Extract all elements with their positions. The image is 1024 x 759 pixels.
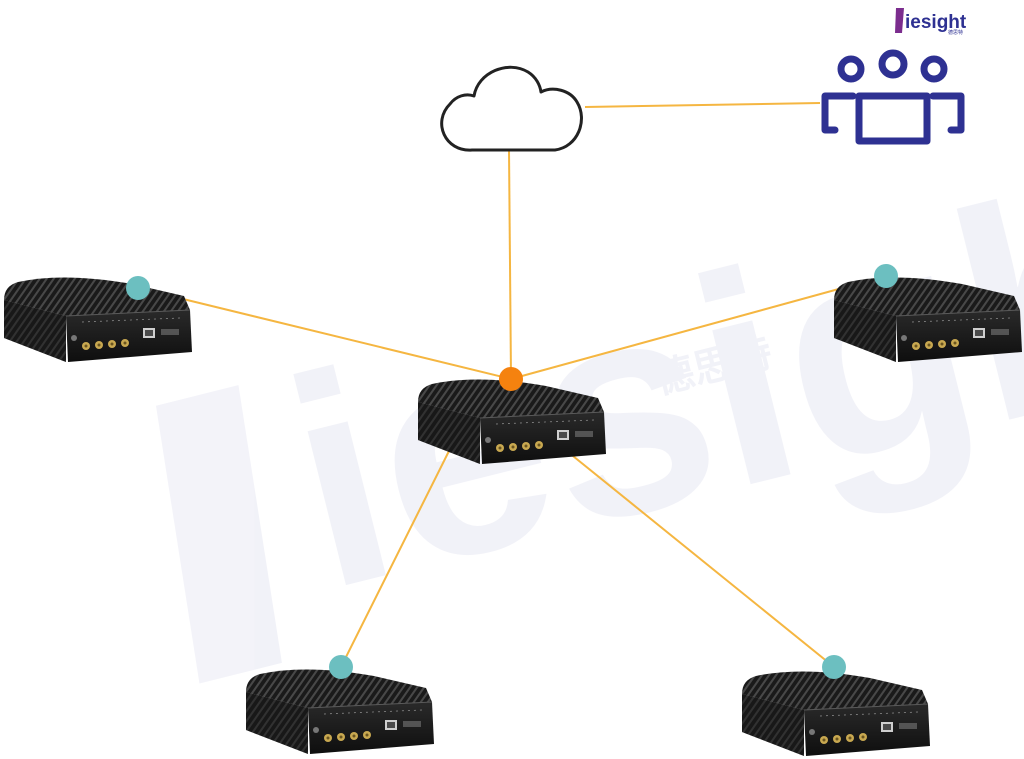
edge-node-left [126, 276, 150, 300]
link-hub-right [510, 275, 887, 380]
brand-logo-subtext: 德思特 [948, 29, 963, 36]
watermark-text: iesight [260, 92, 1024, 653]
watermark: iesight 德思特 [155, 92, 1024, 684]
edge-node-bottom-right [822, 655, 846, 679]
link-hub-left [137, 287, 512, 380]
edge-node-bottom-left [329, 655, 353, 679]
link-cloud-users [584, 102, 821, 108]
link-hub-bottom-right [567, 451, 835, 668]
users-group-icon [821, 49, 965, 145]
cloud-icon [440, 65, 583, 152]
brand-logo-text: iesight [905, 12, 967, 33]
link-hub-bottom-left [340, 444, 453, 668]
device-bottom-left [245, 668, 435, 755]
connection-links [137, 102, 887, 668]
device-bottom-right [741, 670, 931, 757]
hub-node [499, 367, 523, 391]
brand-logo: iesight 德思特 [895, 8, 967, 36]
link-hub-cloud [508, 149, 512, 379]
edge-node-right [874, 264, 898, 288]
device-left [3, 276, 193, 363]
